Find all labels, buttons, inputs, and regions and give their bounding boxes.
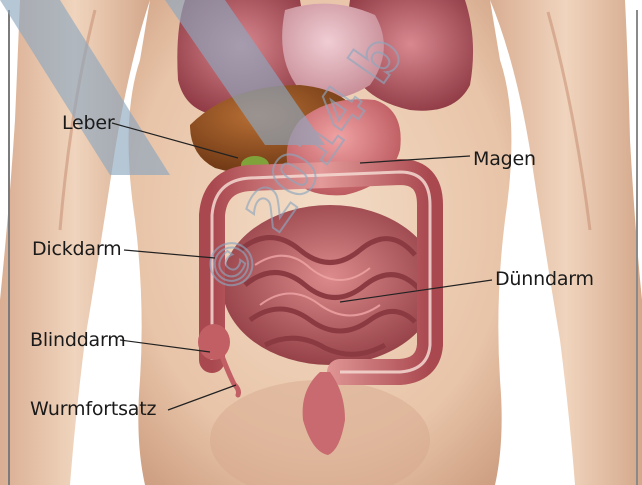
right-arm — [490, 0, 642, 485]
label-duenndarm: Dünndarm — [495, 270, 594, 289]
cecum — [198, 324, 230, 360]
label-blinddarm: Blinddarm — [30, 331, 126, 350]
label-wurmfortsatz: Wurmfortsatz — [30, 400, 156, 419]
label-dickdarm: Dickdarm — [32, 240, 121, 259]
label-magen: Magen — [473, 150, 536, 169]
label-leber: Leber — [62, 114, 115, 133]
